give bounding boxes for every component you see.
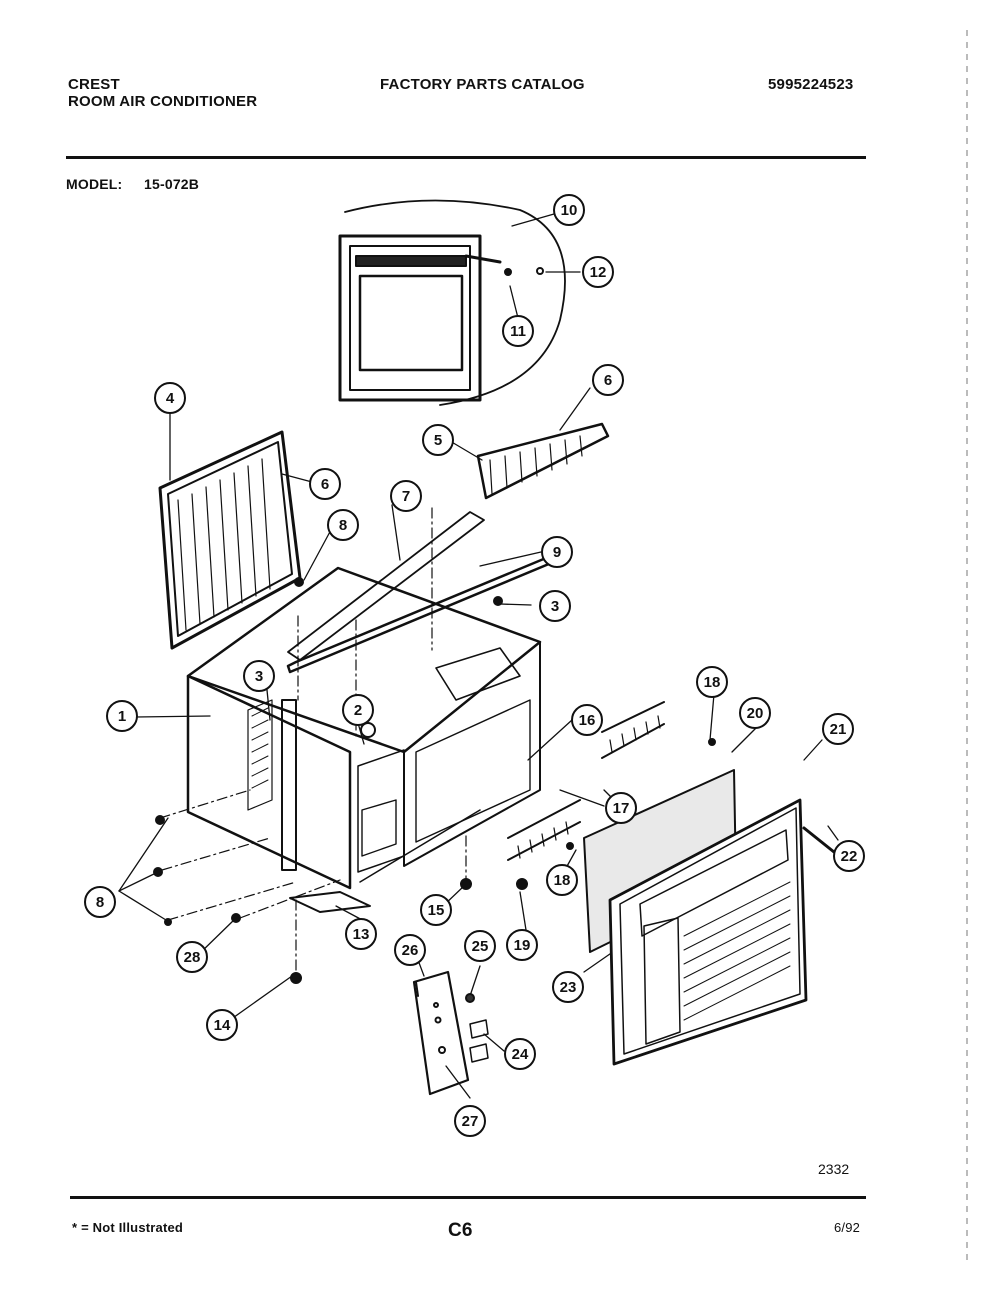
brand-name: CREST — [68, 76, 120, 93]
callout-circle — [206, 1009, 238, 1041]
callout-number: 15 — [428, 902, 445, 919]
callout-circle — [582, 256, 614, 288]
callout-circle — [243, 660, 275, 692]
callout-circle — [422, 424, 454, 456]
page-number: C6 — [448, 1220, 473, 1241]
control-panel-part — [412, 970, 489, 1096]
callout-circle — [390, 480, 422, 512]
footer-note: * = Not Illustrated — [72, 1220, 184, 1235]
top-rail-parts — [286, 511, 572, 674]
callout-number: 8 — [96, 894, 104, 911]
scan-edge — [966, 30, 968, 1260]
callout-number: 17 — [613, 800, 630, 817]
callout-circle — [345, 918, 377, 950]
diffuser-louvers — [507, 701, 665, 861]
callout-circle — [571, 704, 603, 736]
callout-number: 3 — [551, 598, 559, 615]
callout-number: 7 — [402, 488, 410, 505]
callout-circle — [541, 536, 573, 568]
callout-number: 20 — [747, 705, 764, 722]
callout-number: 6 — [321, 476, 329, 493]
callout-circle — [342, 694, 374, 726]
cabinet-housing — [186, 566, 542, 913]
callout-circle — [154, 382, 186, 414]
callout-circle — [696, 666, 728, 698]
figure-number: 2332 — [818, 1161, 849, 1177]
callout-circle — [506, 929, 538, 961]
callout-number: 27 — [462, 1113, 479, 1130]
revision-date: 6/92 — [834, 1220, 861, 1235]
louver-part — [476, 422, 610, 500]
callout-number: 14 — [214, 1017, 231, 1034]
callout-circle — [84, 886, 116, 918]
callout-circle — [502, 315, 534, 347]
callout-number: 19 — [514, 937, 531, 954]
callout-circle — [176, 941, 208, 973]
callout-circle — [504, 1038, 536, 1070]
callout-circle — [106, 700, 138, 732]
fasteners — [153, 577, 716, 984]
inset-window-detail — [338, 199, 566, 406]
callout-number: 18 — [554, 872, 571, 889]
callout-number: 1 — [118, 708, 126, 725]
header-rule — [66, 156, 866, 159]
callout-number: 10 — [561, 202, 578, 219]
filter-frame-assembly — [158, 430, 302, 650]
callout-circle — [394, 934, 426, 966]
footer-rule — [70, 1196, 866, 1199]
callout-circle — [539, 590, 571, 622]
callout-circle — [592, 364, 624, 396]
callout-circle — [546, 864, 578, 896]
product-name: ROOM AIR CONDITIONER — [68, 93, 258, 110]
callout-circle — [553, 194, 585, 226]
callout-circle — [605, 792, 637, 824]
model-value: 15-072B — [144, 176, 200, 192]
callout-number: 5 — [434, 432, 442, 449]
callout-number: 12 — [590, 264, 607, 281]
callout-number: 8 — [339, 517, 347, 534]
callout-number: 2 — [354, 702, 362, 719]
catalog-number: 5995224523 — [768, 76, 854, 93]
front-panel-assembly — [583, 769, 836, 1066]
callout-number: 9 — [553, 544, 561, 561]
callout-circle — [309, 468, 341, 500]
callout-circle — [552, 971, 584, 1003]
callout-leaders — [118, 209, 839, 1099]
callout-number: 18 — [704, 674, 721, 691]
callout-number: 28 — [184, 949, 201, 966]
callout-number: 25 — [472, 938, 489, 955]
callout-circle — [327, 509, 359, 541]
catalog-title: FACTORY PARTS CATALOG — [380, 76, 585, 93]
callout-circle — [420, 894, 452, 926]
callout-number: 3 — [255, 668, 263, 685]
callout-number: 11 — [510, 323, 526, 340]
callout-circle — [739, 697, 771, 729]
callout-number: 4 — [166, 390, 175, 407]
callout-circle — [454, 1105, 486, 1137]
callout-circle — [833, 840, 865, 872]
callout-number: 24 — [512, 1046, 529, 1063]
callout-number: 16 — [579, 712, 596, 729]
callout-circle — [822, 713, 854, 745]
callout-circle — [464, 930, 496, 962]
callout-number: 13 — [353, 926, 370, 943]
callout-number: 6 — [604, 372, 612, 389]
callout-number: 26 — [402, 942, 419, 959]
model-label: MODEL: — [66, 176, 123, 192]
callout-number: 21 — [830, 721, 847, 738]
callout-number: 22 — [841, 848, 858, 865]
callout-number: 23 — [560, 979, 577, 996]
